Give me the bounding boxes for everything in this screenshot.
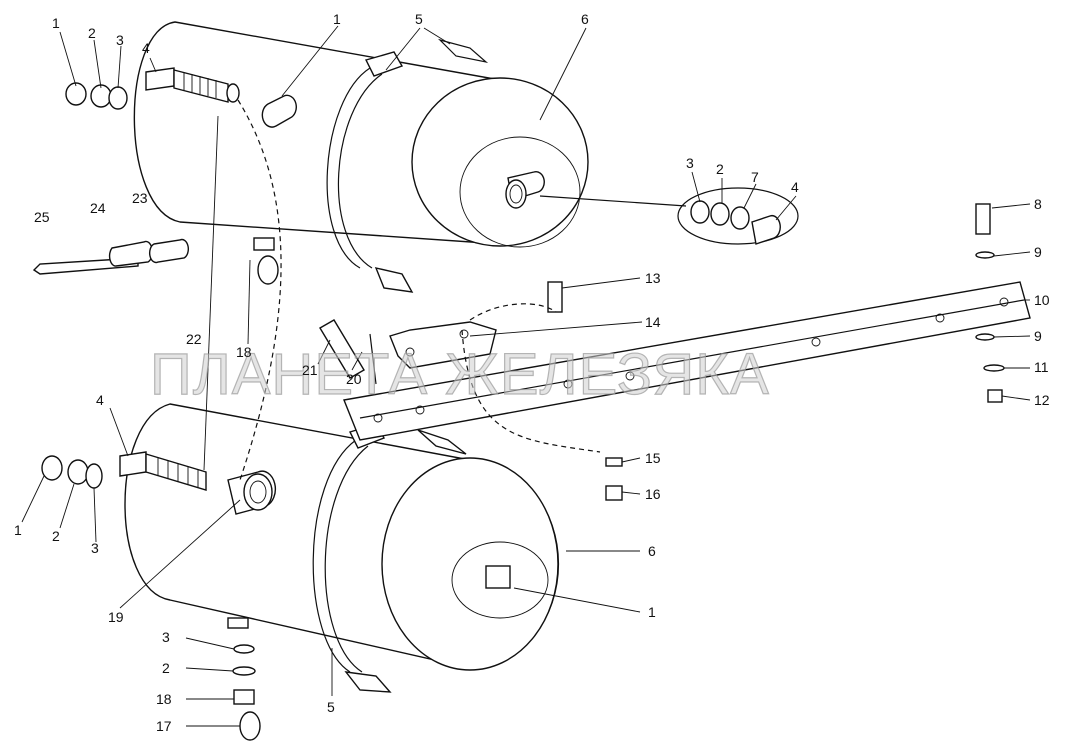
callout-2: 2 — [52, 528, 60, 544]
lower-left-fittings — [41, 455, 103, 489]
callout-1: 1 — [333, 11, 341, 27]
callout-17: 17 — [156, 718, 172, 734]
callout-20: 20 — [346, 371, 362, 387]
watermark: ПЛАНЕТА ЖЕЛЕЗЯКА — [150, 342, 770, 407]
callout-2: 2 — [162, 660, 170, 676]
callout-8: 8 — [1034, 196, 1042, 212]
callouts: 1 2 3 4 1 5 6 3 2 7 4 8 9 10 9 11 12 13 … — [14, 11, 1050, 734]
callout-24: 24 — [90, 200, 106, 216]
callout-25: 25 — [34, 209, 50, 225]
callout-5: 5 — [327, 699, 335, 715]
callout-4: 4 — [791, 179, 799, 195]
pins — [319, 319, 377, 385]
hose-dashed — [237, 99, 282, 481]
callout-3: 3 — [116, 32, 124, 48]
bottom-drain-parts — [232, 644, 261, 741]
outlet-fittings-group — [539, 187, 799, 245]
callout-3: 3 — [686, 155, 694, 171]
callout-21: 21 — [302, 362, 318, 378]
callout-23: 23 — [132, 190, 148, 206]
callout-22: 22 — [186, 331, 202, 347]
callout-14: 14 — [645, 314, 661, 330]
lower-tank — [124, 403, 560, 693]
upper-tank — [133, 21, 589, 293]
callout-10: 10 — [1034, 292, 1050, 308]
callout-6: 6 — [581, 11, 589, 27]
callout-16: 16 — [645, 486, 661, 502]
callout-2: 2 — [716, 161, 724, 177]
callout-9: 9 — [1034, 328, 1042, 344]
callout-6: 6 — [648, 543, 656, 559]
callout-4: 4 — [142, 40, 150, 56]
mounting-bracket — [343, 281, 1031, 441]
callout-18: 18 — [236, 344, 252, 360]
bracket-dashed — [461, 329, 601, 453]
callout-2: 2 — [88, 25, 96, 41]
leader-lines — [21, 25, 1031, 727]
hardware-parts — [547, 203, 1005, 501]
callout-9: 9 — [1034, 244, 1042, 260]
lower-coupling — [119, 451, 277, 515]
callout-18: 18 — [156, 691, 172, 707]
callout-1: 1 — [648, 604, 656, 620]
drain-eye-upper — [257, 255, 279, 285]
callout-12: 12 — [1034, 392, 1050, 408]
callout-19: 19 — [108, 609, 124, 625]
callout-1: 1 — [52, 15, 60, 31]
callout-5: 5 — [415, 11, 423, 27]
callout-7: 7 — [751, 169, 759, 185]
callout-1: 1 — [14, 522, 22, 538]
callout-3: 3 — [91, 540, 99, 556]
callout-11: 11 — [1034, 359, 1049, 375]
callout-3: 3 — [162, 629, 170, 645]
callout-4: 4 — [96, 392, 104, 408]
bolt-sleeves — [32, 238, 190, 275]
callout-15: 15 — [645, 450, 661, 466]
callout-13: 13 — [645, 270, 661, 286]
upper-coupling — [145, 67, 240, 103]
bolt-dashed — [469, 303, 557, 321]
